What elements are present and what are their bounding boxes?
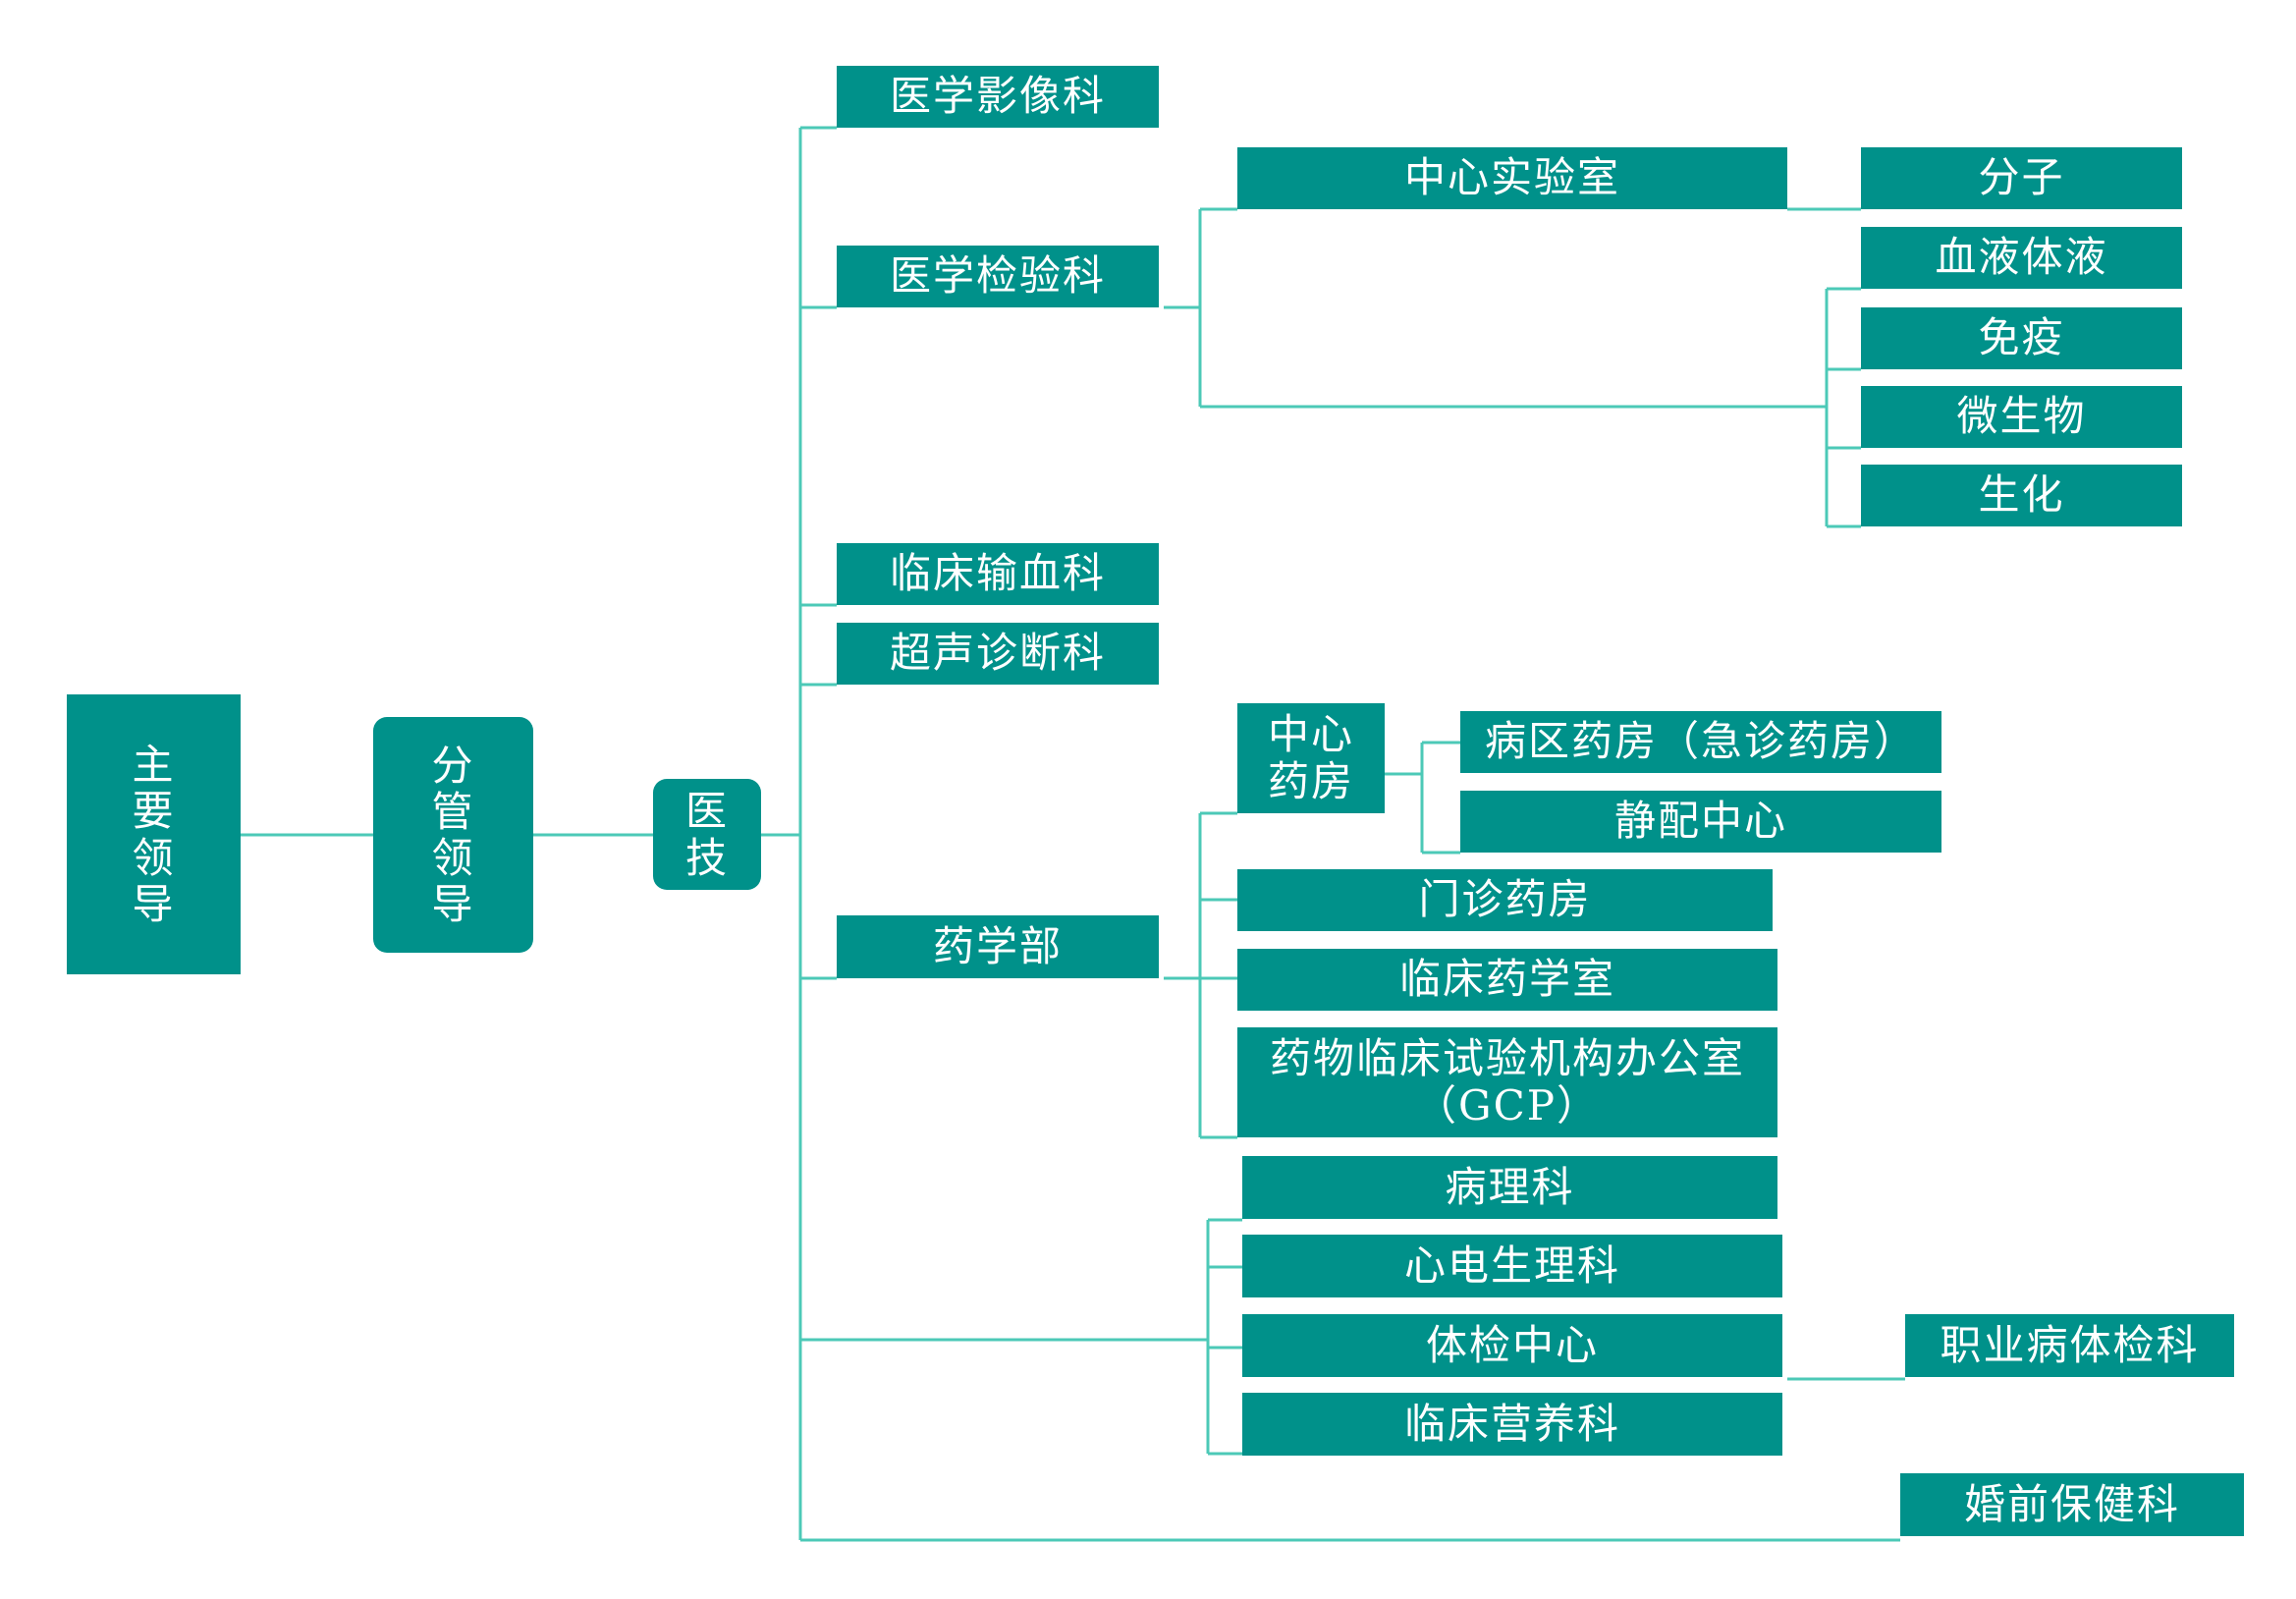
central-lab-box: 中心实验室: [1237, 147, 1787, 209]
lab-box: 医学检验科: [837, 246, 1159, 307]
electrophysiology-box: 心电生理科: [1242, 1235, 1782, 1297]
outpatient-pharmacy-box: 门诊药房: [1237, 869, 1773, 931]
occupational-label: 职业病体检科: [1940, 1320, 2200, 1369]
molecular-label: 分子: [1978, 153, 2065, 202]
biochemistry-label: 生化: [1978, 470, 2065, 520]
transfusion-box: 临床输血科: [837, 543, 1159, 605]
iv-center-label: 静配中心: [1613, 797, 1787, 846]
gcp-office-box: 药物临床试验机构办公室（GCP）: [1237, 1027, 1777, 1137]
electrophysiology-label: 心电生理科: [1403, 1241, 1620, 1290]
central-pharmacy-box: 中心药房: [1237, 703, 1385, 813]
nutrition-label: 临床营养科: [1403, 1399, 1620, 1448]
main-leader-box: 主要领导: [67, 694, 241, 974]
gcp-office-label: 药物临床试验机构办公室（GCP）: [1269, 1033, 1745, 1130]
checkup-center-label: 体检中心: [1425, 1320, 1599, 1369]
checkup-center-box: 体检中心: [1242, 1314, 1782, 1377]
pathology-box: 病理科: [1242, 1156, 1777, 1219]
transfusion-label: 临床输血科: [889, 549, 1106, 598]
medtech-box: 医技: [653, 779, 761, 890]
nutrition-box: 临床营养科: [1242, 1393, 1782, 1456]
microbiology-label: 微生物: [1956, 392, 2087, 441]
medtech-label: 医技: [684, 787, 729, 882]
premarital-box: 婚前保健科: [1900, 1473, 2244, 1536]
ward-pharmacy-box: 病区药房（急诊药房）: [1460, 711, 1941, 773]
blood-fluid-label: 血液体液: [1935, 233, 2108, 282]
microbiology-box: 微生物: [1861, 386, 2182, 448]
branch-leader-label: 分管领导: [431, 741, 475, 929]
ultrasound-box: 超声诊断科: [837, 623, 1159, 685]
imaging-label: 医学影像科: [889, 72, 1106, 121]
main-leader-label: 主要领导: [132, 741, 176, 928]
pharmacy-label: 药学部: [932, 921, 1063, 970]
biochemistry-box: 生化: [1861, 465, 2182, 526]
lab-label: 医学检验科: [889, 251, 1106, 301]
ultrasound-label: 超声诊断科: [889, 629, 1106, 678]
pharmacy-box: 药学部: [837, 915, 1159, 978]
immunity-box: 免疫: [1861, 307, 2182, 369]
blood-fluid-box: 血液体液: [1861, 227, 2182, 289]
outpatient-pharmacy-label: 门诊药房: [1418, 875, 1592, 924]
premarital-label: 婚前保健科: [1963, 1479, 2180, 1528]
imaging-box: 医学影像科: [837, 66, 1159, 128]
immunity-label: 免疫: [1978, 313, 2065, 362]
pathology-label: 病理科: [1445, 1162, 1575, 1211]
central-lab-label: 中心实验室: [1403, 153, 1620, 202]
central-pharmacy-label: 中心药房: [1267, 709, 1354, 805]
branch-leader-box: 分管领导: [373, 717, 533, 953]
clinical-pharmacy-box: 临床药学室: [1237, 949, 1777, 1011]
clinical-pharmacy-label: 临床药学室: [1398, 955, 1615, 1004]
occupational-box: 职业病体检科: [1905, 1314, 2234, 1377]
iv-center-box: 静配中心: [1460, 791, 1941, 853]
molecular-box: 分子: [1861, 147, 2182, 209]
ward-pharmacy-label: 病区药房（急诊药房）: [1484, 717, 1917, 766]
